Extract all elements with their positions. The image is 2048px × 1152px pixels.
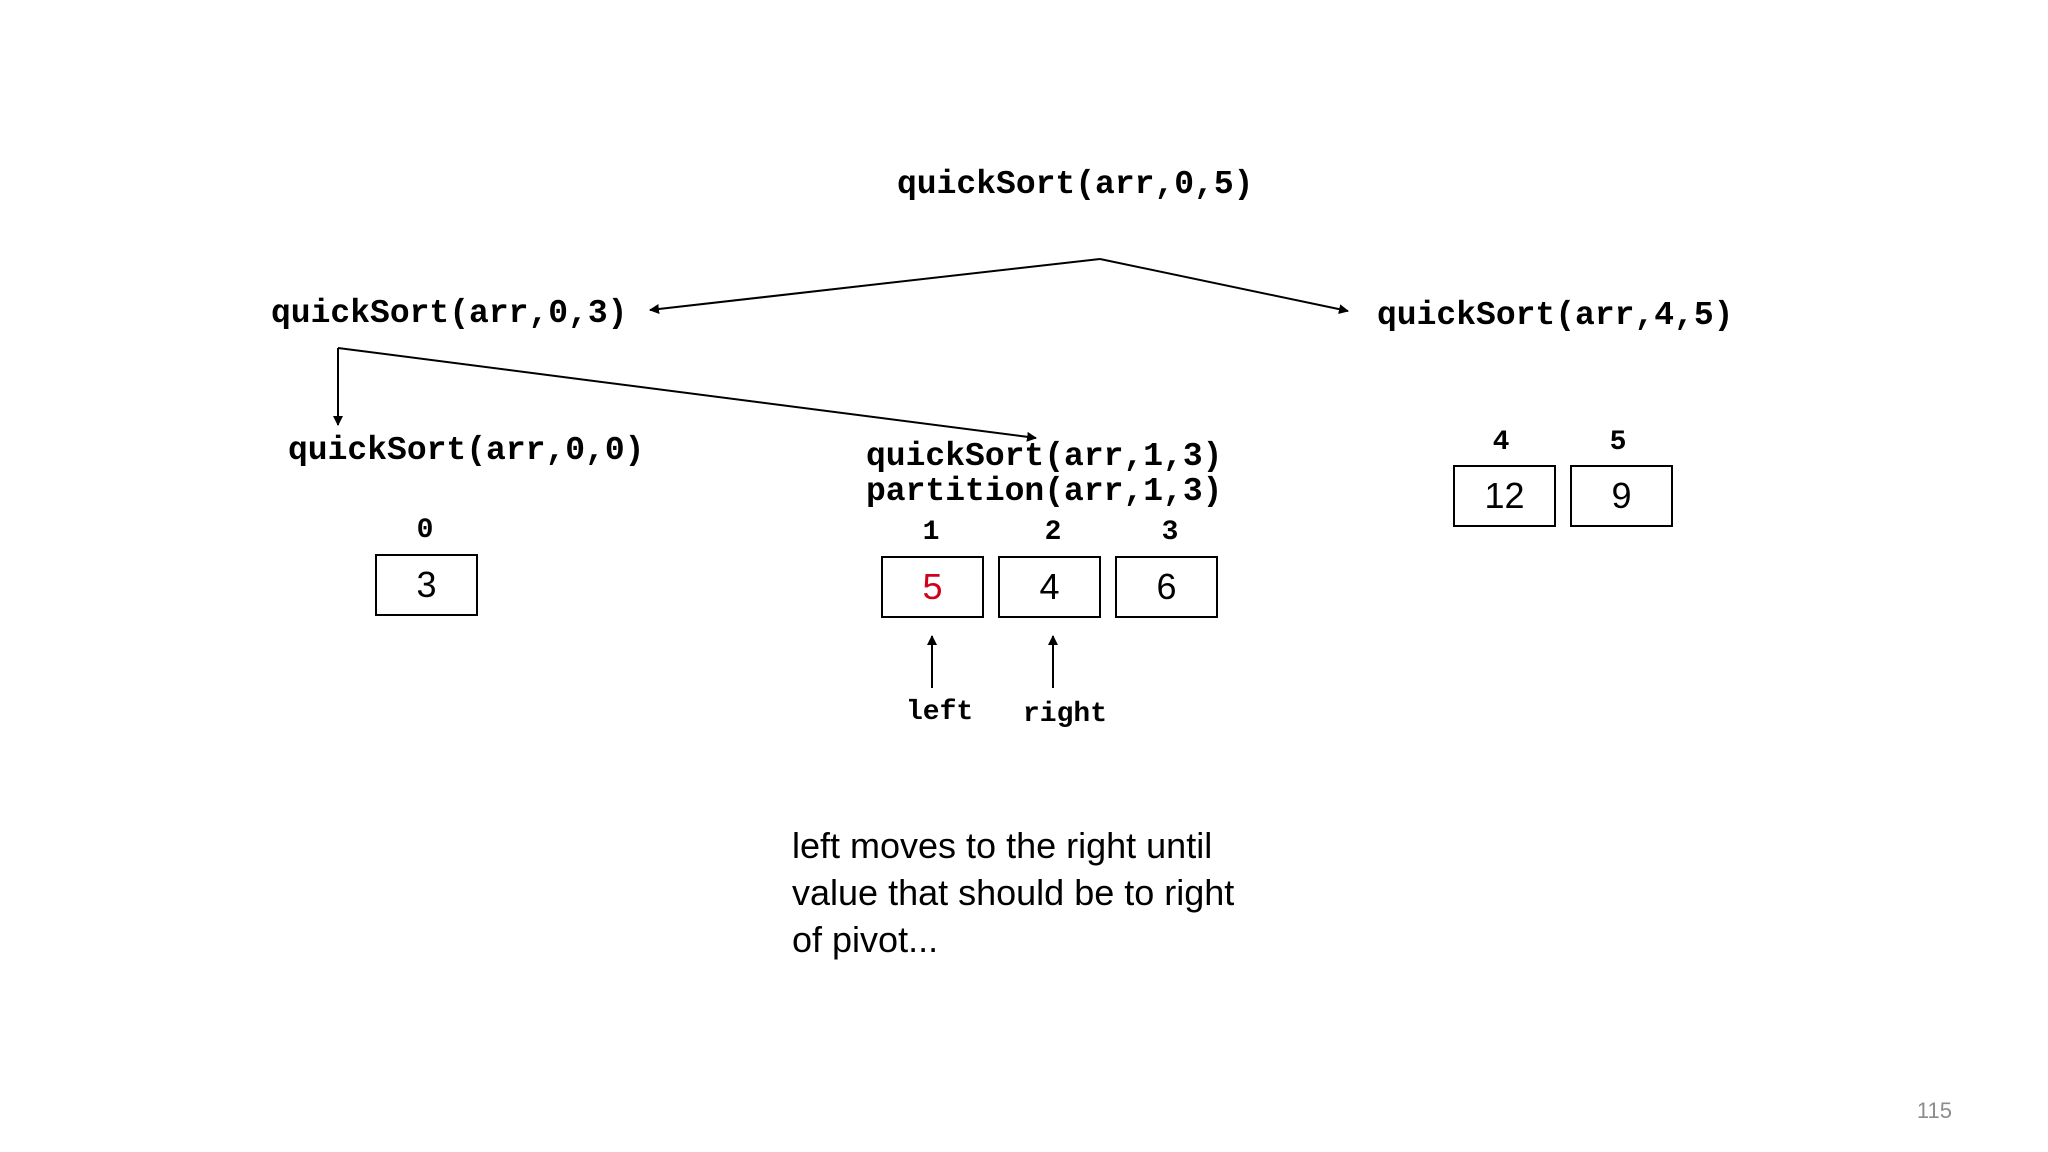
pointer-label-right: right: [1023, 699, 1108, 730]
page-number: 115: [1916, 1098, 1952, 1123]
array-index: 2: [1044, 517, 1062, 548]
note-line: of pivot...: [792, 919, 939, 960]
edge-left-to-leftright: [337, 347, 1037, 442]
array-cell: 12: [1453, 465, 1556, 527]
array-cell: 3: [375, 554, 478, 616]
array-index: 5: [1609, 427, 1627, 458]
explanation-note: left moves to the right until value that…: [792, 822, 1262, 963]
array-index: 1: [922, 517, 940, 548]
call-left: quickSort(arr,0,3): [271, 295, 628, 332]
note-line: left moves to the right until: [792, 825, 1213, 866]
array-cell-pivot: 5: [881, 556, 984, 618]
edge-root-to-right: [1099, 258, 1349, 315]
array-cell: 6: [1115, 556, 1218, 618]
call-root: quickSort(arr,0,5): [897, 166, 1254, 203]
note-line: value that should be to right: [792, 872, 1235, 913]
edge-root-to-left: [649, 258, 1101, 314]
array-index: 0: [416, 515, 434, 546]
call-left-left: quickSort(arr,0,0): [288, 432, 645, 469]
call-right: quickSort(arr,4,5): [1377, 297, 1734, 334]
pointer-label-left: left: [906, 697, 974, 728]
call-partition: partition(arr,1,3): [866, 473, 1223, 510]
array-index: 3: [1161, 517, 1179, 548]
call-left-right: quickSort(arr,1,3): [866, 438, 1223, 475]
array-cell: 4: [998, 556, 1101, 618]
array-cell: 9: [1570, 465, 1673, 527]
array-index: 4: [1492, 427, 1510, 458]
